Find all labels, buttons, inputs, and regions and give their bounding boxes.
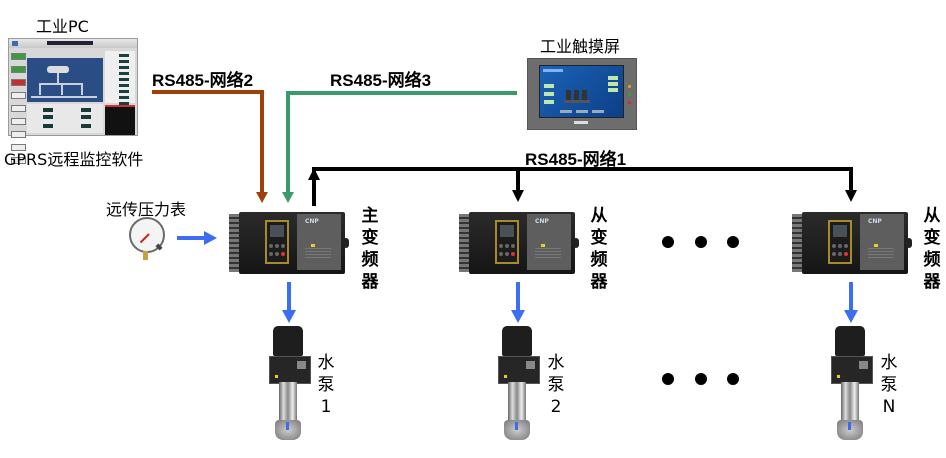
pc-title-bar-text	[47, 41, 93, 45]
hmi-led-icon	[628, 85, 631, 88]
pc-sidebar	[11, 53, 26, 170]
slave-vfd: CNP	[457, 210, 579, 274]
slave-vfd-n-label: 从 变 频 器	[923, 206, 941, 292]
pc-process-diagram	[27, 58, 103, 102]
industrial-touch-screen	[527, 58, 637, 130]
pc-parameter-panel	[105, 51, 135, 105]
rs485-net2-wire	[152, 90, 264, 194]
vfdn-pumpn-arrowhead	[844, 310, 858, 323]
water-pump-2	[496, 324, 540, 442]
rs485-net3-wire	[286, 91, 517, 194]
rs485-net3-label: RS485-网络3	[330, 71, 432, 90]
master-vfd-label: 主 变 频 器	[361, 206, 379, 292]
rs485-net3-arrowhead	[282, 192, 294, 203]
industrial-pc-label: 工业PC	[36, 17, 89, 36]
vfd-brand: CNP	[535, 218, 549, 225]
industrial-pc-screenshot	[8, 38, 138, 164]
vfd2-pump2-arrowhead	[511, 310, 525, 323]
rs485-net1-arrowhead-master	[308, 168, 320, 180]
pc-trend-chart	[105, 105, 135, 135]
water-pump-n-label: 水 泵 N	[880, 353, 898, 417]
pressure-gauge-icon	[129, 217, 165, 261]
master-vfd: CNP	[227, 210, 349, 274]
gauge-signal-arrowhead	[204, 231, 217, 245]
vfd-keypad	[828, 220, 852, 264]
pc-titlebar	[9, 39, 137, 48]
rs485-net1-arrowhead-slaven	[845, 190, 857, 202]
rs485-net1-arrowhead-slave1	[512, 190, 524, 202]
rs485-net2-label: RS485-网络2	[152, 71, 254, 90]
touch-screen-label: 工业触摸屏	[540, 37, 621, 56]
hmi-brand-logo	[574, 121, 588, 124]
slave-vfd-label: 从 变 频 器	[590, 206, 608, 292]
hmi-display	[539, 65, 624, 118]
vfd-brand: CNP	[305, 218, 319, 225]
water-pump-1	[267, 324, 311, 442]
rs485-net1-label: RS485-网络1	[525, 150, 627, 169]
pc-logo-icon	[12, 41, 18, 46]
pc-data-tables	[27, 104, 103, 133]
rs485-net2-arrowhead	[256, 192, 268, 203]
slave-vfd-n: CNP	[790, 210, 912, 274]
water-pump-1-label: 水 泵 1	[317, 353, 335, 417]
industrial-pc-caption: GPRS远程监控软件	[4, 150, 144, 169]
hmi-led-icon	[628, 93, 631, 96]
water-pump-n	[829, 324, 873, 442]
vfd-brand: CNP	[868, 218, 882, 225]
hmi-led-icon	[628, 101, 631, 104]
water-pump-2-label: 水 泵 2	[547, 353, 565, 417]
vfd-keypad	[495, 220, 519, 264]
vfd1-pump1-arrowhead	[282, 310, 296, 323]
rs485-net1-bus	[312, 167, 853, 206]
pressure-gauge-label: 远传压力表	[106, 200, 187, 219]
vfd-keypad	[265, 220, 289, 264]
